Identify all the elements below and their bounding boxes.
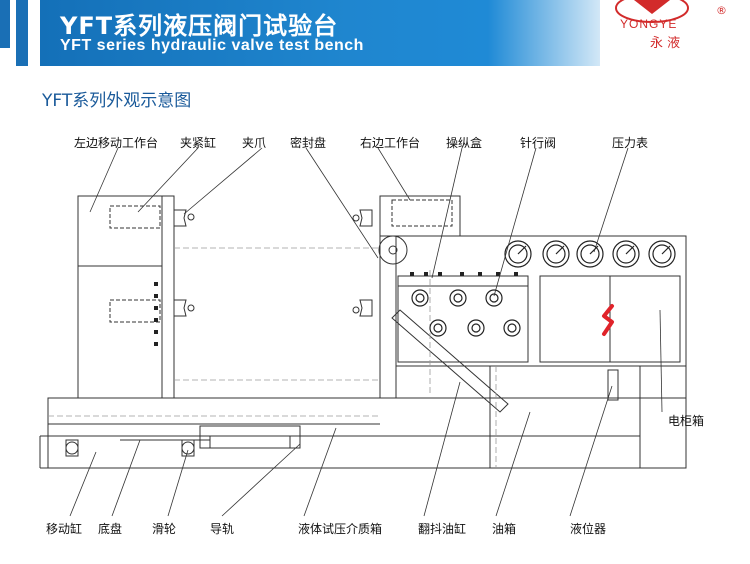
yongye-logo-icon xyxy=(615,0,689,23)
label-claw: 夹爪 xyxy=(242,136,267,150)
diagram-subtitle: YFT系列外观示意图 xyxy=(42,91,192,111)
left-table-body xyxy=(77,265,163,399)
label-clamp-cylinder: 夹紧缸 xyxy=(180,136,217,150)
seal-disk xyxy=(378,235,408,265)
label-pressure-gauge: 压力表 xyxy=(612,136,649,150)
registered-mark: ® xyxy=(716,4,727,17)
label-seal-disk: 密封盘 xyxy=(290,136,327,150)
label-pulley: 滑轮 xyxy=(152,522,177,536)
control-panel xyxy=(395,235,687,367)
label-base: 底盘 xyxy=(98,522,123,536)
header-banner: YFT系列液压阀门试验台 YFT series hydraulic valve … xyxy=(0,0,750,66)
logo-text-cn: 永 液 xyxy=(650,36,681,51)
header-accent-block xyxy=(16,0,28,66)
logo-text-en: YONGYE xyxy=(620,17,678,31)
label-moving-cylinder: 移动缸 xyxy=(46,522,83,536)
label-right-table: 右边工作台 xyxy=(360,136,421,150)
label-medium-tank: 液体试压介质箱 xyxy=(298,522,383,536)
label-oil-tank: 油箱 xyxy=(492,522,517,536)
electric-warning-icon xyxy=(602,304,614,336)
label-rail: 导轨 xyxy=(210,522,235,536)
label-tilt-cylinder: 翻抖油缸 xyxy=(418,522,467,536)
header-band xyxy=(40,0,600,66)
label-left-moving-table: 左边移动工作台 xyxy=(74,136,159,150)
base-frame xyxy=(47,397,687,469)
operation-box xyxy=(397,275,529,363)
label-control-box: 操纵盒 xyxy=(446,136,483,150)
label-electric-cabinet: 电柜箱 xyxy=(668,414,705,428)
header-accent-block xyxy=(0,0,10,48)
page-title-en: YFT series hydraulic valve test bench xyxy=(60,37,364,54)
label-needle-valve: 针行阀 xyxy=(520,136,557,150)
label-level-gauge: 液位器 xyxy=(570,522,607,536)
page-title: YFT系列液压阀门试验台 xyxy=(60,12,339,40)
